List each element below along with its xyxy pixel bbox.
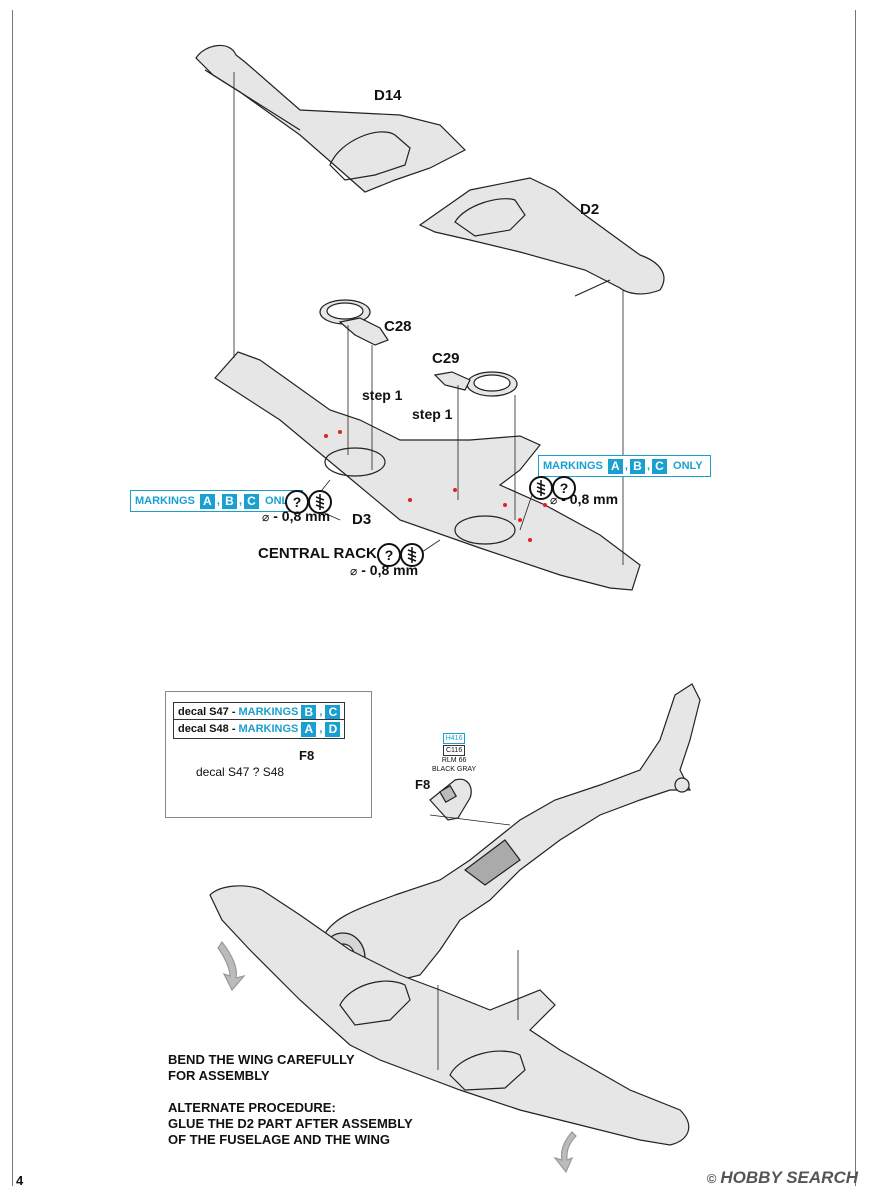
fuselage <box>320 683 701 986</box>
markings-text: MARKINGS <box>135 495 195 507</box>
separator: , <box>319 723 323 735</box>
question-icon: ? <box>552 476 576 500</box>
part-d14-wing <box>195 45 467 193</box>
markings-badge-right: MARKINGS A , B , C ONLY <box>538 455 711 477</box>
question-icon: ? <box>377 543 401 567</box>
drill-size-left: ⌀- 0,8 mm <box>262 508 330 524</box>
drill-size-text: - 0,8 mm <box>561 491 619 507</box>
separator: , <box>238 495 243 507</box>
note-line: BEND THE WING CAREFULLY <box>168 1052 355 1067</box>
markings-only: ONLY <box>673 460 703 472</box>
separator: , <box>319 706 323 718</box>
central-rack-label: CENTRAL RACK <box>258 545 377 562</box>
drill-icon <box>400 543 424 567</box>
page-frame <box>12 10 856 1186</box>
decal-row-s47: decal S47 - MARKINGS B , C <box>173 702 346 722</box>
drill-icon <box>308 490 332 514</box>
separator: , <box>646 460 651 472</box>
drill-size-text: - 0,8 mm <box>273 508 331 524</box>
label-f8-main: F8 <box>415 777 431 792</box>
markings-text: MARKINGS <box>238 723 299 735</box>
marking-a: A <box>301 721 317 737</box>
note-line: GLUE THE D2 PART AFTER ASSEMBLY <box>168 1116 413 1131</box>
copyright-symbol: © <box>706 1170 717 1186</box>
color-name: BLACK GRAY <box>432 766 477 773</box>
label-d3: D3 <box>352 511 372 528</box>
label-d2: D2 <box>580 201 600 218</box>
diameter-symbol: ⌀ <box>550 493 558 507</box>
decal-row-s48: decal S48 - MARKINGS A , D <box>173 719 346 739</box>
marking-b: B <box>221 493 237 509</box>
step-label-left: step 1 <box>362 387 403 403</box>
lower-wing-assembly <box>209 885 690 1146</box>
decal-s48-text: decal S48 - <box>178 723 236 735</box>
markings-text: MARKINGS <box>543 460 603 472</box>
marking-c: C <box>652 458 668 474</box>
marking-b: B <box>629 458 645 474</box>
label-c28: C28 <box>384 318 412 335</box>
diameter-symbol: ⌀ <box>350 564 358 578</box>
note-line: FOR ASSEMBLY <box>168 1068 270 1083</box>
marking-a: A <box>199 493 215 509</box>
watermark: © HOBBY SEARCH <box>707 1168 858 1188</box>
drill-size-text: - 0,8 mm <box>361 562 419 578</box>
color-code-c: C116 <box>443 745 466 756</box>
watermark-brand: HOBBY SEARCH <box>720 1168 858 1187</box>
part-d2-wing <box>418 177 665 295</box>
label-d14: D14 <box>374 87 402 104</box>
marking-c: C <box>325 704 341 720</box>
marking-c: C <box>244 493 260 509</box>
note-line: ALTERNATE PROCEDURE: <box>168 1100 336 1115</box>
markings-badge-left: MARKINGS A , B , C ONLY <box>130 490 303 512</box>
markings-text: MARKINGS <box>238 706 299 718</box>
decal-choice-label: decal S47 ? S48 <box>196 765 285 779</box>
separator: , <box>624 460 628 472</box>
color-code-h: H416 <box>442 733 466 744</box>
page-number: 4 <box>16 1173 24 1188</box>
decal-s47-text: decal S47 - <box>178 706 236 718</box>
separator: , <box>216 495 220 507</box>
marking-a: A <box>607 458 623 474</box>
color-callout: H416 C116 RLM 66 BLACK GRAY <box>432 733 476 774</box>
drill-size-right: ⌀- 0,8 mm <box>550 491 618 507</box>
label-c29: C29 <box>432 350 460 367</box>
decal-options-box: decal S47 - MARKINGS B , C decal S48 - M… <box>165 691 372 818</box>
drill-size-central: ⌀- 0,8 mm <box>350 562 418 578</box>
note-line: OF THE FUSELAGE AND THE WING <box>168 1132 390 1147</box>
step-label-right: step 1 <box>412 406 453 422</box>
diameter-symbol: ⌀ <box>262 510 270 524</box>
part-d3-wing <box>214 351 641 591</box>
assembly-notes: BEND THE WING CAREFULLY FOR ASSEMBLY ALT… <box>168 1052 413 1148</box>
marking-d: D <box>325 721 341 737</box>
color-rlm: RLM 66 <box>441 757 467 764</box>
marking-b: B <box>301 704 317 720</box>
label-f8-inset: F8 <box>299 748 315 763</box>
